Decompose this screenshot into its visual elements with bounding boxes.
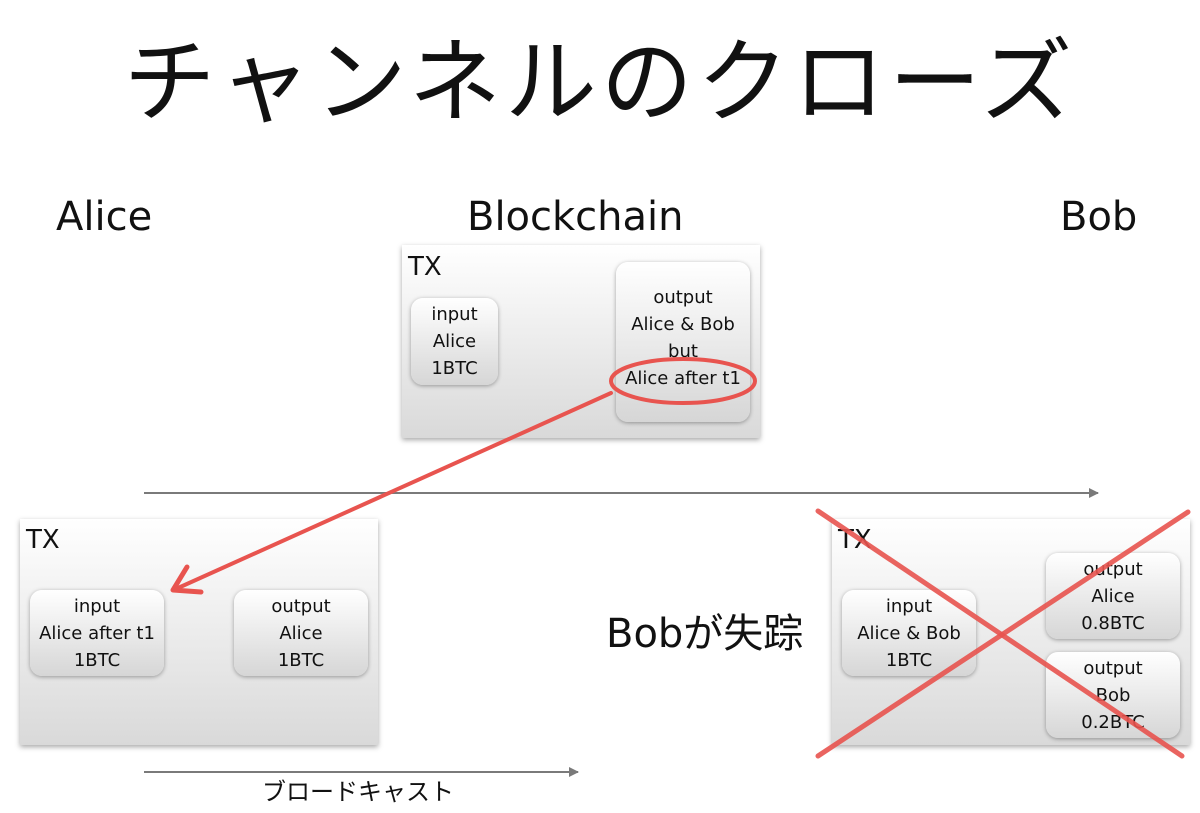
box-text: Alice & Bob bbox=[857, 623, 961, 644]
box-text: Alice bbox=[432, 331, 477, 352]
box-text: Alice bbox=[279, 623, 323, 644]
tx-input-box: input Alice 1BTC bbox=[411, 298, 498, 385]
box-text: output bbox=[1083, 658, 1143, 679]
alice-label: Alice bbox=[56, 194, 153, 240]
highlight-ellipse bbox=[609, 357, 757, 405]
box-text: 0.8BTC bbox=[1081, 613, 1145, 634]
box-text: output bbox=[653, 287, 713, 308]
tx-output-box-bob: output Bob 0.2BTC bbox=[1046, 652, 1180, 738]
box-text: input bbox=[885, 596, 933, 617]
box-text: 1BTC bbox=[277, 650, 325, 671]
box-text: input bbox=[431, 304, 478, 325]
alice-tx-panel: TX input Alice after t1 1BTC output Alic… bbox=[20, 519, 378, 745]
tx-output-box: output Alice & Bob but Alice after t1 bbox=[616, 262, 750, 422]
tx-label: TX bbox=[26, 525, 60, 555]
box-text: Alice bbox=[1091, 586, 1135, 607]
bob-disappeared-label: Bobが失踪 bbox=[606, 611, 804, 657]
box-text: but bbox=[668, 341, 698, 362]
box-text: Alice after t1 bbox=[39, 623, 155, 644]
cross-line-2 bbox=[815, 509, 1191, 759]
box-text: 1BTC bbox=[431, 358, 478, 379]
box-text: output bbox=[271, 596, 331, 617]
reference-arrow bbox=[176, 391, 613, 590]
tx-output-box: output Alice 1BTC bbox=[234, 590, 368, 676]
box-text: Alice after t1 bbox=[625, 368, 741, 389]
tx-label: TX bbox=[408, 252, 442, 282]
broadcast-label: ブロードキャスト bbox=[262, 778, 454, 806]
box-text: Alice & Bob bbox=[631, 314, 735, 335]
slide-title: チャンネルのクローズ bbox=[123, 29, 1077, 136]
tx-input-box: input Alice & Bob 1BTC bbox=[842, 590, 976, 676]
box-text: 1BTC bbox=[73, 650, 121, 671]
tx-input-box: input Alice after t1 1BTC bbox=[30, 590, 164, 676]
bob-tx-panel: TX input Alice & Bob 1BTC output Alice 0… bbox=[832, 519, 1190, 745]
bob-label: Bob bbox=[1060, 194, 1138, 240]
box-text: output bbox=[1083, 559, 1143, 580]
box-text: 1BTC bbox=[885, 650, 933, 671]
reference-arrow-head bbox=[170, 564, 204, 595]
tx-output-box-alice: output Alice 0.8BTC bbox=[1046, 553, 1180, 639]
box-text: input bbox=[73, 596, 121, 617]
blockchain-label: Blockchain bbox=[467, 194, 684, 240]
